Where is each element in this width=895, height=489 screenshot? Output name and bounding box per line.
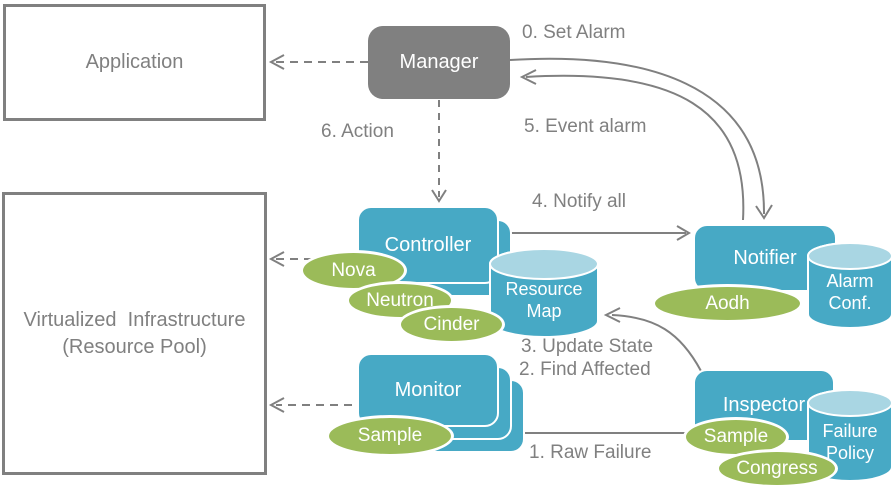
resource-map-label-line2: Map (526, 301, 562, 321)
cylinder-shape (807, 242, 893, 329)
annotation-set-alarm: 0. Set Alarm (522, 22, 626, 43)
failure-policy-label-line1: Failure (822, 421, 878, 442)
controller-label: Controller (384, 233, 472, 256)
aodh-ellipse: Aodh (652, 284, 803, 323)
resource-map-label-line1: Resource (505, 279, 583, 300)
congress-ellipse: Congress (716, 449, 838, 488)
cinder-label: Cinder (423, 313, 480, 335)
annotation-action: 6. Action (321, 121, 394, 142)
manager-node: Manager (368, 26, 510, 99)
inspector-label: Inspector (722, 394, 806, 416)
arc-set-alarm (509, 57, 773, 220)
virtualized-infrastructure-label-line1: Virtualized Infrastructure (23, 308, 246, 331)
sample-inspector-label: Sample (703, 426, 769, 447)
aodh-label: Aodh (705, 292, 750, 314)
annotation-update-state: 3. Update State (521, 336, 654, 357)
annotation-event-alarm: 5. Event alarm (524, 116, 647, 137)
monitor-label: Monitor (394, 378, 462, 401)
cylinder-shape (489, 248, 599, 338)
controller-node: Controller (357, 206, 499, 284)
sample-monitor-ellipse: Sample (326, 415, 454, 457)
alarm-conf-cylinder: Alarm Conf. (806, 241, 894, 331)
notifier-label: Notifier (733, 246, 797, 269)
nova-label: Nova (331, 259, 376, 281)
arrow-notify-all (500, 225, 691, 241)
resource-map-cylinder: Resource Map (488, 247, 600, 339)
manager-label: Manager (399, 51, 479, 73)
virtualized-infrastructure-box: Virtualized Infrastructure (Resource Poo… (2, 192, 267, 475)
sample-monitor-label: Sample (357, 425, 423, 446)
congress-label: Congress (736, 457, 818, 479)
alarm-conf-label-line2: Conf. (828, 293, 872, 313)
application-label: Application (85, 51, 184, 73)
annotation-raw-failure: 1. Raw Failure (529, 442, 652, 463)
arc-event-alarm (519, 69, 745, 221)
failure-policy-label-line2: Policy (825, 443, 874, 463)
application-box: Application (3, 4, 266, 121)
arrow-manager-to-controller (431, 100, 447, 203)
cinder-ellipse: Cinder (398, 305, 505, 344)
annotation-notify-all: 4. Notify all (532, 191, 626, 212)
arc-update-state (603, 307, 702, 372)
virtualized-infrastructure-label-line2: (Resource Pool) (62, 335, 207, 358)
neutron-label: Neutron (366, 289, 434, 311)
arrow-manager-to-application (268, 54, 368, 70)
neutron-ellipse: Neutron (346, 281, 454, 320)
annotation-find-affected: 2. Find Affected (519, 359, 651, 380)
alarm-conf-label-line1: Alarm (826, 271, 874, 292)
